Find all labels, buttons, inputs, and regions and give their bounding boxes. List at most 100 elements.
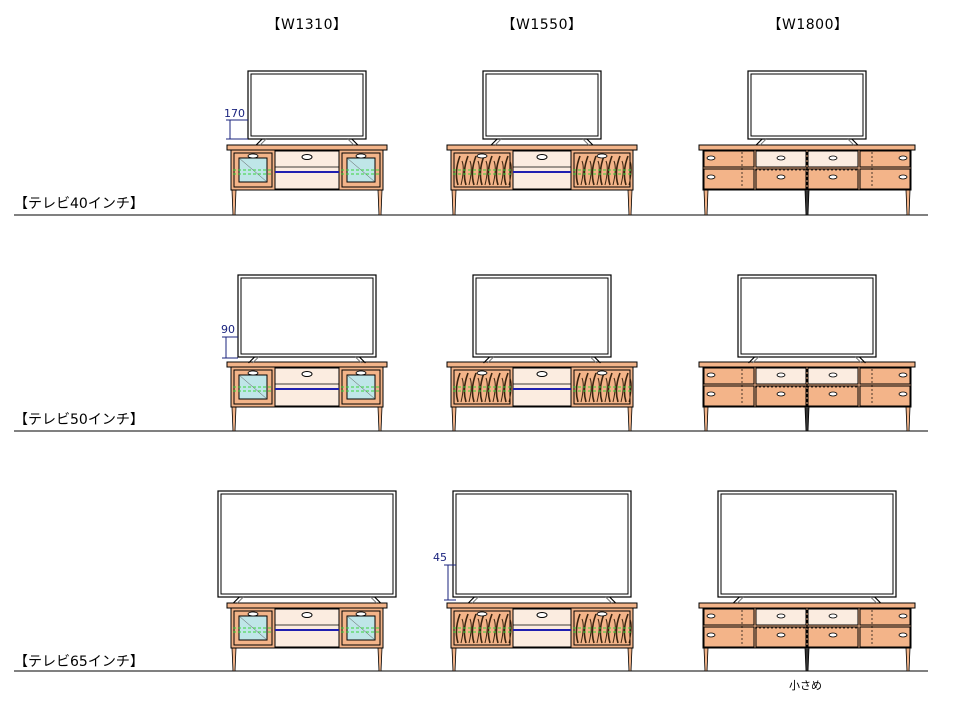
drawer-handle-icon xyxy=(776,613,786,619)
cabinet-leg xyxy=(627,189,633,216)
grain-line xyxy=(487,613,493,644)
grain-line xyxy=(596,377,600,403)
tv-leg-right-2 xyxy=(855,356,862,364)
cabinet-leg xyxy=(231,406,237,432)
tv-leg-right xyxy=(851,138,859,146)
grain-line xyxy=(575,613,581,644)
tv-screen xyxy=(740,277,874,355)
cabinet-leg xyxy=(905,647,911,672)
tv-screen-icon xyxy=(452,490,632,604)
drawer-handle-icon xyxy=(301,612,313,618)
grain-line xyxy=(615,372,621,403)
tv-screen xyxy=(485,73,599,137)
cabinet-leg xyxy=(703,406,709,432)
cabinet-icon xyxy=(698,602,916,672)
cabinet-leg xyxy=(627,406,633,432)
drawer-handle-icon xyxy=(536,612,548,618)
drawer-handle-icon xyxy=(706,155,716,161)
drawer-handle-icon xyxy=(776,155,786,161)
cabinet-leg xyxy=(627,647,633,672)
tv-leg-right-2 xyxy=(870,596,877,604)
cabinet-top xyxy=(698,602,916,609)
drawer-upper xyxy=(703,150,755,168)
tv-screen xyxy=(455,493,629,595)
grain-line xyxy=(476,160,480,186)
tv-leg-left-2 xyxy=(259,138,267,146)
grain-line xyxy=(500,618,504,644)
tv-screen-icon xyxy=(747,70,867,146)
tv-leg-left-2 xyxy=(487,356,494,364)
middle-panel xyxy=(512,367,572,407)
grain-line xyxy=(580,618,584,644)
cabinet-leg xyxy=(231,647,237,672)
drawer-handle-icon xyxy=(706,174,716,180)
cabinet-top xyxy=(698,144,916,151)
drawer-lower xyxy=(703,626,755,648)
drawer-handle-icon xyxy=(828,155,838,161)
dimension-label-90: 90 xyxy=(221,323,235,336)
cabinet-leg xyxy=(231,189,237,216)
grain-line xyxy=(484,160,488,186)
grain-line xyxy=(620,377,624,403)
grain-line xyxy=(607,613,613,644)
grain-line xyxy=(628,618,632,644)
tv-leg-left-2 xyxy=(237,596,244,604)
cabinet-icon xyxy=(446,361,638,432)
drawer-handle-icon xyxy=(355,370,367,376)
grain-line xyxy=(508,160,512,186)
grain-line xyxy=(599,155,605,186)
drawer-handle-icon xyxy=(476,611,488,617)
grain-line xyxy=(503,372,509,403)
drawer-handle-icon xyxy=(596,611,608,617)
cabinet-center-leg xyxy=(804,406,810,432)
cabinet-center-leg xyxy=(804,647,810,672)
drawer-lower xyxy=(859,385,911,407)
drawer-handle-icon xyxy=(536,154,548,160)
grain-line xyxy=(607,155,613,186)
cabinet-top xyxy=(446,361,638,368)
cabinet-leg xyxy=(905,406,911,432)
grain-line xyxy=(463,155,469,186)
grain-line xyxy=(607,372,613,403)
tv-screen xyxy=(720,493,894,595)
grain-line xyxy=(628,377,632,403)
drawer-upper xyxy=(859,608,911,626)
grain-line xyxy=(495,613,501,644)
grain-line xyxy=(495,372,501,403)
drawer-handle-icon xyxy=(828,372,838,378)
row-label-tv65: 【テレビ65インチ】 xyxy=(14,654,144,670)
tv-leg-right-2 xyxy=(605,596,612,604)
grain-line xyxy=(604,377,608,403)
drawer-handle-icon xyxy=(828,391,838,397)
tv-leg-right xyxy=(874,596,882,604)
tv-screen-icon xyxy=(217,490,397,604)
drawer-handle-icon xyxy=(898,391,908,397)
row-label-tv50: 【テレビ50インチ】 xyxy=(14,412,144,428)
grain-line xyxy=(604,618,608,644)
tv-screen-icon xyxy=(717,490,897,604)
grain-line xyxy=(455,372,461,403)
tv-leg-right-2 xyxy=(355,356,362,364)
drawer-lower xyxy=(703,385,755,407)
grain-line xyxy=(620,618,624,644)
grain-line xyxy=(604,160,608,186)
cabinet-icon xyxy=(226,361,388,432)
drawer-handle-icon xyxy=(301,154,313,160)
column-label-w1800: 【W1800】 xyxy=(767,17,849,33)
row-label-tv40: 【テレビ40インチ】 xyxy=(14,196,144,212)
grain-line xyxy=(612,618,616,644)
drawer-handle-icon xyxy=(828,632,838,638)
cabinet-icon xyxy=(446,602,638,672)
cabinet-leg xyxy=(451,647,457,672)
grain-line xyxy=(623,613,629,644)
drawer-handle-icon xyxy=(706,372,716,378)
grain-line xyxy=(460,618,464,644)
tv-leg-right xyxy=(374,596,382,604)
dimension-marker xyxy=(222,336,238,359)
grain-line xyxy=(479,155,485,186)
cabinet-icon xyxy=(446,144,638,216)
grain-line xyxy=(455,613,461,644)
cabinet-top xyxy=(446,602,638,609)
grain-line xyxy=(591,155,597,186)
